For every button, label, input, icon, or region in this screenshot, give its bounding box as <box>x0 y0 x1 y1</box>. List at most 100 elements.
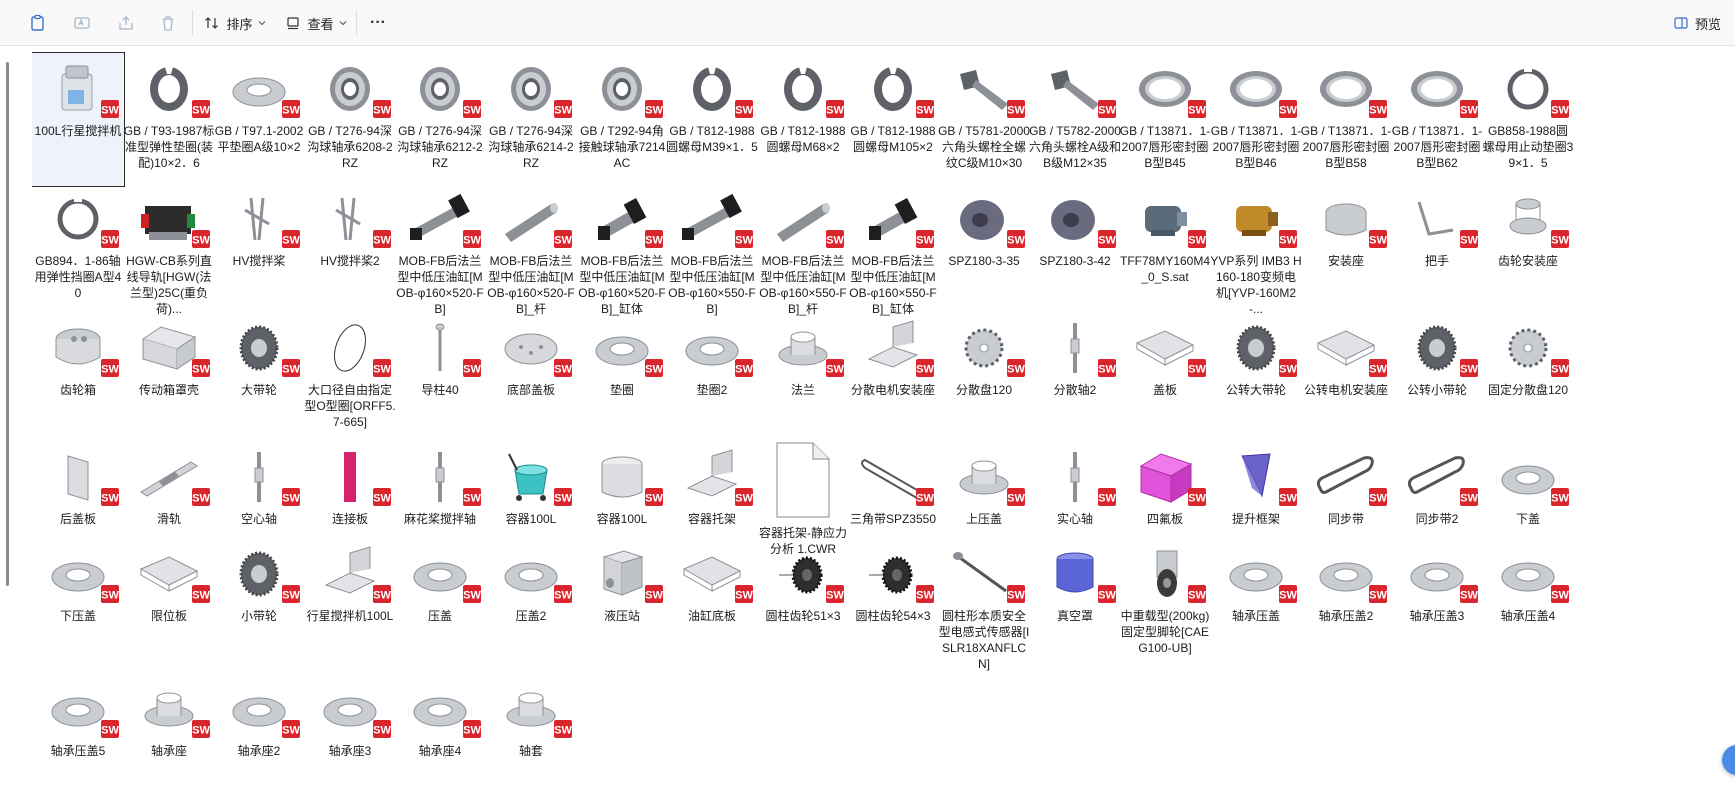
preview-button[interactable]: 预览 <box>1665 9 1729 37</box>
file-item[interactable]: 容器托架-静应力分析 1.CWR <box>754 440 850 575</box>
view-button[interactable]: 查看 <box>284 9 348 37</box>
share-button[interactable] <box>112 9 140 37</box>
floating-assist-button[interactable] <box>1722 745 1735 775</box>
more-options-button[interactable]: ··· <box>364 9 392 37</box>
copy-button[interactable] <box>24 9 52 37</box>
vertical-scrollbar[interactable] <box>6 62 9 586</box>
sort-button[interactable]: 排序 <box>203 9 267 37</box>
delete-button[interactable] <box>154 9 182 37</box>
rename-button[interactable] <box>68 9 96 37</box>
